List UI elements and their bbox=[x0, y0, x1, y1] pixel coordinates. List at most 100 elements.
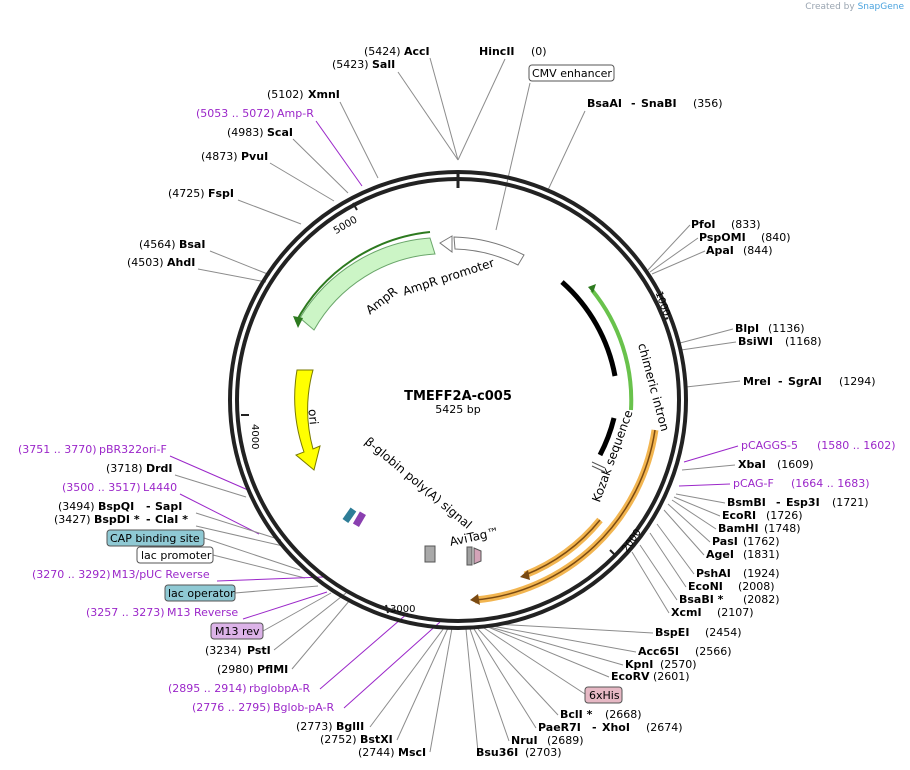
leader-line bbox=[469, 628, 510, 742]
leader-line bbox=[673, 496, 721, 517]
avitag-block-1 bbox=[466, 546, 473, 566]
site-name: PflMI bbox=[257, 663, 288, 676]
site-pos: (356) bbox=[693, 97, 723, 110]
site-pos: (4873) bbox=[201, 150, 238, 163]
leader-line bbox=[487, 626, 610, 678]
leader-line bbox=[656, 523, 695, 575]
site-alt: SapI bbox=[155, 500, 182, 513]
leader-line bbox=[429, 627, 453, 753]
leader-line bbox=[197, 268, 267, 283]
leader-line bbox=[671, 499, 717, 530]
site-name: EcoNI bbox=[688, 580, 723, 593]
plasmid-name: TMEFF2A-c005 bbox=[404, 389, 512, 404]
leader-line bbox=[649, 532, 687, 588]
cap-binding-site: CAP binding site bbox=[110, 532, 200, 545]
scale-ticks bbox=[241, 202, 669, 614]
site-pos: (3234) bbox=[205, 644, 242, 657]
leader-line bbox=[649, 237, 699, 273]
site-pos: (2703) bbox=[525, 746, 562, 759]
intron-primer-head bbox=[588, 284, 596, 293]
site-name: PspOMI bbox=[699, 231, 746, 244]
site-name: PaeR7I bbox=[538, 721, 581, 734]
site-name: Acc65I bbox=[638, 645, 679, 658]
leader-line bbox=[493, 623, 654, 634]
site-name: BglII bbox=[336, 720, 364, 733]
site-name: EcoRI bbox=[722, 509, 756, 522]
site-name: ApaI bbox=[706, 244, 734, 257]
ori-arrow bbox=[294, 369, 321, 471]
site-alt: Esp3I bbox=[786, 496, 820, 509]
site-pos: (4564) bbox=[139, 238, 176, 251]
site-separator: - bbox=[146, 513, 151, 526]
site-name: SalI bbox=[372, 58, 395, 71]
box-cap bbox=[106, 529, 205, 547]
site-separator: - bbox=[592, 721, 597, 734]
site-pos: (2668) bbox=[605, 708, 642, 721]
avitag-block-2 bbox=[473, 547, 482, 565]
leader-line bbox=[489, 626, 624, 666]
leader-line bbox=[339, 101, 379, 179]
site-name: PfoI bbox=[691, 218, 716, 231]
site-name: BsaBI * bbox=[679, 593, 724, 606]
snapgene-credit: Created by SnapGene bbox=[805, 2, 904, 12]
kozak-bar bbox=[597, 417, 617, 457]
site-pos: (2570) bbox=[660, 658, 697, 671]
leader-line bbox=[242, 591, 328, 620]
tick-3000: 3000 bbox=[390, 604, 415, 615]
kozak-mark-2 bbox=[591, 465, 606, 473]
leader-line bbox=[169, 455, 249, 491]
site-name: PshAI bbox=[696, 567, 731, 580]
site-pos: (833) bbox=[731, 218, 761, 231]
site-name: PstI bbox=[247, 644, 271, 657]
leader-line bbox=[457, 58, 506, 161]
leader-line bbox=[681, 464, 736, 471]
site-pos: (2107) bbox=[717, 606, 754, 619]
label-ori: ori bbox=[306, 408, 321, 425]
primer-name: M13 Reverse bbox=[167, 606, 238, 619]
site-separator: - bbox=[631, 97, 636, 110]
primer-range: (3500 .. 3517) bbox=[62, 481, 141, 494]
leader-line bbox=[651, 250, 706, 275]
tick-4000: 4000 bbox=[249, 424, 260, 449]
leader-line bbox=[397, 71, 459, 161]
primer-name: L4440 bbox=[143, 481, 177, 494]
leader-line bbox=[429, 57, 459, 161]
site-name: AccI bbox=[404, 45, 430, 58]
site-pos: (1924) bbox=[743, 567, 780, 580]
site-name: PvuI bbox=[241, 150, 268, 163]
site-pos: (1762) bbox=[743, 535, 780, 548]
site-name: NruI bbox=[511, 734, 538, 747]
site-name: BstXI bbox=[360, 733, 393, 746]
kozak-mark-1 bbox=[591, 461, 606, 469]
primer-range: (3257 .. 3273) bbox=[86, 606, 165, 619]
site-pos: (2601) bbox=[653, 670, 690, 683]
box-laco bbox=[164, 584, 236, 602]
leader-line bbox=[547, 110, 586, 191]
ampr-promoter-arrow bbox=[453, 236, 525, 266]
site-name: HincII bbox=[479, 45, 515, 58]
label-ampr-promoter: AmpR promoter bbox=[401, 256, 496, 299]
leader-line bbox=[195, 512, 282, 541]
box-m13 bbox=[210, 622, 264, 640]
site-pos: (5423) bbox=[332, 58, 369, 71]
m13-block bbox=[352, 511, 366, 528]
site-separator: - bbox=[146, 500, 151, 513]
site-pos: (844) bbox=[743, 244, 773, 257]
leader-line bbox=[269, 162, 335, 202]
site-pos: (2082) bbox=[743, 593, 780, 606]
leader-line bbox=[631, 551, 670, 614]
site-name: BsaI bbox=[179, 238, 205, 251]
m13-rev: M13 rev bbox=[215, 625, 260, 638]
leader-line bbox=[273, 592, 347, 651]
chimeric-intron-bar bbox=[560, 280, 618, 377]
lac-block bbox=[342, 507, 357, 524]
site-pos: (5424) bbox=[364, 45, 401, 58]
site-pos: (1609) bbox=[777, 458, 814, 471]
ampr-arrow bbox=[299, 237, 436, 331]
site-name: Bsu36I bbox=[476, 746, 518, 759]
site-name: BlpI bbox=[735, 322, 759, 335]
site-pos: (3718) bbox=[106, 462, 143, 475]
leader-line bbox=[234, 585, 319, 594]
plasmid-size: 5425 bp bbox=[435, 403, 480, 416]
site-pos: (2744) bbox=[358, 746, 395, 759]
